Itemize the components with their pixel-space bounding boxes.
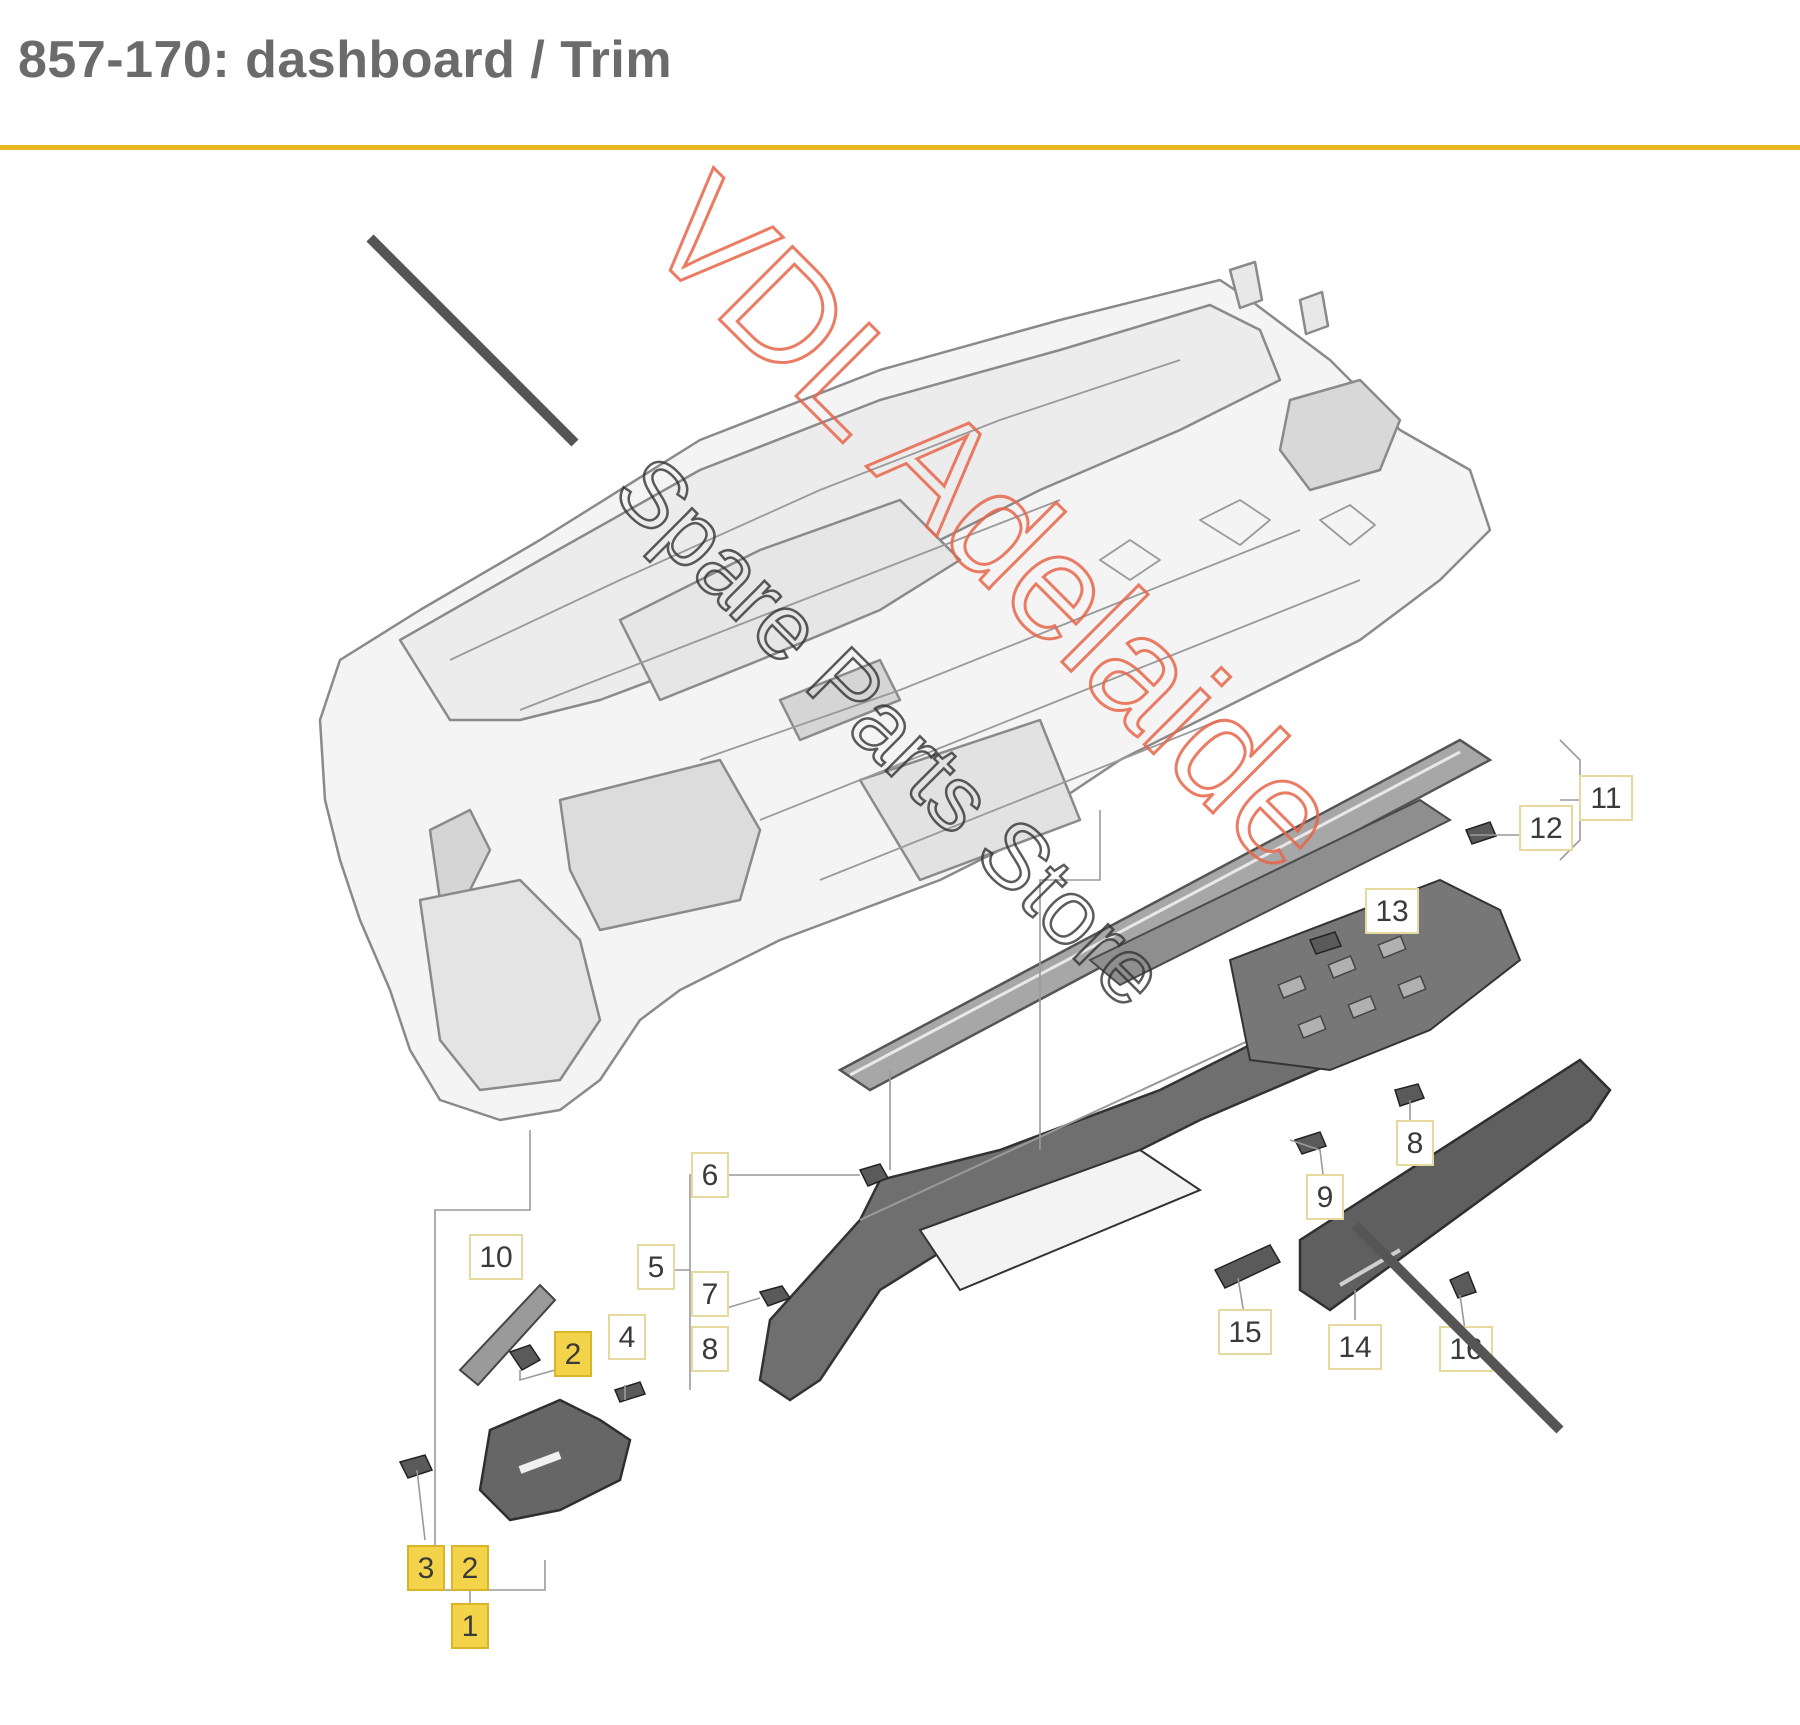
side-trim-panel-14 — [1298, 1058, 1612, 1312]
callout-2-upper: 2 — [554, 1331, 592, 1377]
clip-12 — [1464, 821, 1498, 845]
callout-label: 2 — [565, 1338, 582, 1371]
center-console-display-opening — [918, 1148, 1203, 1292]
clip-16 — [1449, 1270, 1477, 1299]
header: 857-170: dashboard / Trim — [0, 0, 1800, 150]
dashboard-center-panel — [618, 498, 962, 702]
clip-9 — [1293, 1131, 1328, 1155]
callout-2-lower: 2 — [451, 1545, 489, 1591]
callout-label: 13 — [1375, 895, 1408, 928]
callout-12: 12 — [1519, 805, 1573, 851]
clip-6 — [858, 1163, 890, 1187]
watermark-slash-upper — [366, 234, 579, 447]
left-air-vent — [428, 808, 492, 902]
callout-label: 4 — [619, 1321, 636, 1354]
callout-label: 5 — [648, 1251, 665, 1284]
callout-label: 7 — [702, 1278, 719, 1311]
screw-4 — [613, 1381, 647, 1403]
upper-trim-strip — [837, 738, 1493, 1092]
callout-4: 4 — [608, 1314, 646, 1360]
callout-15: 15 — [1218, 1309, 1272, 1355]
clip-13a — [1308, 931, 1343, 955]
dashboard-assembly-drawing — [318, 260, 1492, 1122]
callout-3: 3 — [407, 1545, 445, 1591]
mounting-bracket — [1228, 260, 1264, 310]
right-air-vent — [1278, 378, 1402, 492]
callout-labels: 1 2 2 3 4 5 6 — [407, 775, 1633, 1649]
callout-14: 14 — [1328, 1324, 1382, 1370]
callout-9: 9 — [1306, 1174, 1344, 1220]
callout-10: 10 — [469, 1234, 523, 1280]
callout-label: 15 — [1228, 1316, 1261, 1349]
fasteners — [398, 821, 1498, 1479]
lower-left-structure — [418, 878, 602, 1092]
callout-8-right: 8 — [1396, 1120, 1434, 1166]
clip-3 — [398, 1454, 434, 1479]
callout-label: 9 — [1317, 1181, 1334, 1214]
title-divider — [0, 145, 1800, 150]
side-trim-panel — [1298, 1058, 1612, 1312]
callout-1: 1 — [451, 1603, 489, 1649]
callout-13: 13 — [1365, 888, 1419, 934]
lower-left-trim-cover — [458, 1283, 632, 1522]
bracket-15 — [1213, 1244, 1282, 1289]
watermark-slash-lower — [1351, 1221, 1564, 1434]
callout-7: 7 — [691, 1271, 729, 1317]
callout-label: 2 — [462, 1552, 479, 1585]
callout-label: 11 — [1590, 782, 1621, 815]
center-display — [858, 718, 1082, 882]
callout-label: 1 — [462, 1610, 479, 1643]
callout-6: 6 — [691, 1152, 729, 1198]
callout-label: 6 — [702, 1159, 719, 1192]
mounting-bracket — [1298, 290, 1330, 336]
callout-label: 14 — [1338, 1331, 1371, 1364]
callout-8-left: 8 — [691, 1326, 729, 1372]
callout-label: 8 — [1407, 1127, 1424, 1160]
clip-7 — [758, 1285, 792, 1307]
instrument-cluster — [558, 758, 762, 932]
callout-label: 8 — [702, 1333, 719, 1366]
trim-strip-10 — [458, 1283, 557, 1387]
callout-label: 3 — [418, 1552, 435, 1585]
callout-label: 12 — [1529, 812, 1562, 845]
page-title: 857-170: dashboard / Trim — [18, 31, 673, 89]
callout-label: 10 — [479, 1241, 512, 1274]
callout-11: 11 — [1579, 775, 1633, 821]
switch-block — [1228, 878, 1522, 1072]
trim-strip-11 — [837, 738, 1493, 1092]
clip-2 — [508, 1344, 542, 1371]
callout-5: 5 — [637, 1244, 675, 1290]
dashboard-top-surface — [398, 303, 1282, 722]
clip-8 — [1394, 1083, 1426, 1107]
trim-strip-13 — [1088, 798, 1452, 987]
